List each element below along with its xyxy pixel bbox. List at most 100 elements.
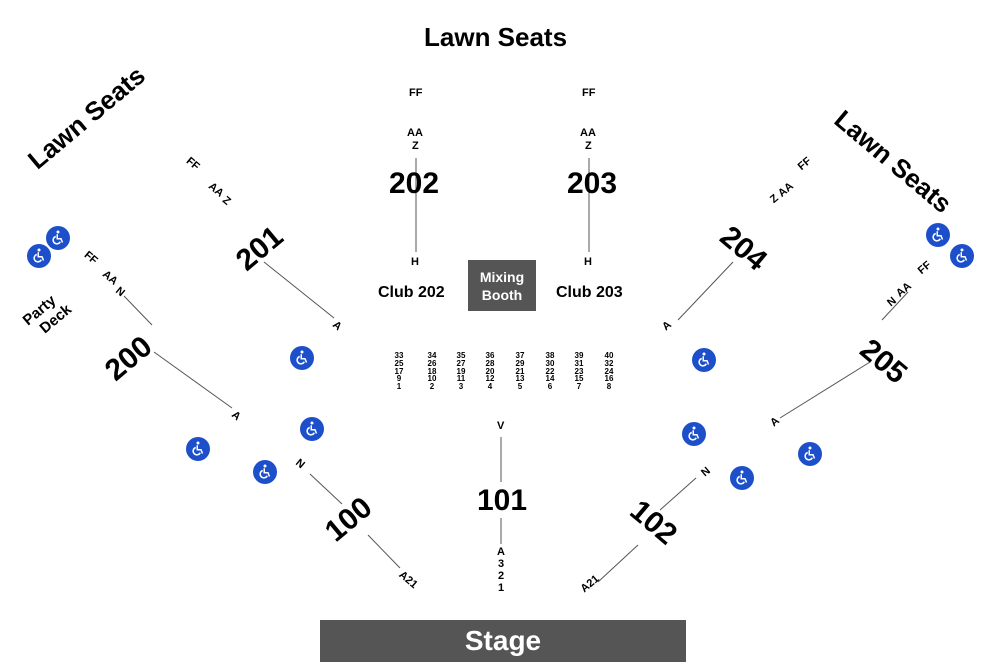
wheelchair-icon[interactable] <box>692 348 716 372</box>
table-number[interactable]: 26 <box>427 358 437 368</box>
wheelchair-icon[interactable] <box>682 422 706 446</box>
aisle-line-201 <box>263 261 335 319</box>
wheelchair-icon[interactable] <box>300 417 324 441</box>
row-1-101: 1 <box>498 582 505 594</box>
wheelchair-icon[interactable] <box>798 442 822 466</box>
table-number[interactable]: 39 <box>574 351 584 360</box>
table-number[interactable]: 32 <box>604 358 614 368</box>
table-number[interactable]: 24 <box>604 366 614 376</box>
table-number[interactable]: 27 <box>456 358 466 368</box>
wheelchair-glyph <box>698 352 710 367</box>
row-ff-202: FF <box>409 87 423 99</box>
table-number[interactable]: 38 <box>545 351 555 360</box>
table-number[interactable]: 5 <box>517 382 523 392</box>
table-number[interactable]: 34 <box>427 351 437 360</box>
wheelchair-glyph <box>33 248 45 263</box>
table-number[interactable]: 6 <box>547 382 553 392</box>
wheelchair-glyph <box>932 227 944 242</box>
table-number[interactable]: 28 <box>485 358 495 368</box>
wheelchair-glyph <box>306 421 318 436</box>
table-number[interactable]: 21 <box>515 366 525 376</box>
row-aa-202: AA <box>407 127 423 139</box>
row-z-203: Z <box>585 140 592 152</box>
table-number[interactable]: 17 <box>394 366 404 376</box>
wheelchair-icon[interactable] <box>186 437 210 461</box>
table-number[interactable]: 12 <box>485 374 495 384</box>
table-number[interactable]: 1 <box>396 382 402 392</box>
wheelchair-glyph <box>804 446 816 461</box>
aisle-line-204 <box>677 261 734 321</box>
row-z-202: Z <box>412 140 419 152</box>
section-202[interactable]: 202 <box>389 167 440 200</box>
table-number[interactable]: 23 <box>574 366 584 376</box>
aisle-line-102 <box>597 544 639 583</box>
table-number[interactable]: 2 <box>429 382 435 392</box>
row-h-202: H <box>411 256 419 268</box>
wheelchair-glyph <box>259 464 271 479</box>
aisle-line-200 <box>153 351 233 409</box>
table-number[interactable]: 13 <box>515 374 525 384</box>
table-number[interactable]: 9 <box>396 374 402 384</box>
row-2-101: 2 <box>498 570 505 582</box>
table-number[interactable]: 29 <box>515 358 525 368</box>
stage: Stage <box>320 620 686 662</box>
aisle-line-205-top <box>881 291 909 321</box>
table-number[interactable]: 31 <box>574 358 584 368</box>
table-number[interactable]: 3 <box>458 382 464 392</box>
aisle-line-200-top <box>123 295 153 326</box>
table-number[interactable]: 7 <box>576 382 582 392</box>
wheelchair-icon[interactable] <box>46 226 70 250</box>
table-number[interactable]: 16 <box>604 374 614 384</box>
table-number[interactable]: 35 <box>456 351 466 360</box>
lawn-seats-top-label: Lawn Seats <box>424 22 568 52</box>
mixing-booth-line1: Mixing <box>479 268 525 285</box>
wheelchair-glyph <box>956 248 968 263</box>
table-number[interactable]: 40 <box>604 351 614 360</box>
wheelchair-icon[interactable] <box>253 460 277 484</box>
row-3-101: 3 <box>498 558 505 570</box>
wheelchair-icon[interactable] <box>290 346 314 370</box>
table-number[interactable]: 10 <box>427 374 437 384</box>
table-number[interactable]: 8 <box>606 382 612 392</box>
section-101[interactable]: 101 <box>477 484 528 517</box>
club-203-label[interactable]: Club 203 <box>556 284 623 301</box>
table-number[interactable]: 19 <box>456 366 466 376</box>
aisle-line-100 <box>367 534 401 569</box>
table-number[interactable]: 15 <box>574 374 584 384</box>
row-h-203: H <box>584 256 592 268</box>
club-202-label[interactable]: Club 202 <box>378 284 445 301</box>
aisle-line-205 <box>779 361 871 419</box>
wheelchair-icon[interactable] <box>926 223 950 247</box>
table-number[interactable]: 22 <box>545 366 555 376</box>
aisle-line-100-top <box>309 473 343 505</box>
mixing-booth: Mixing Booth <box>468 260 536 311</box>
row-a-101: A <box>497 546 505 558</box>
table-number[interactable]: 37 <box>515 351 525 360</box>
wheelchair-icon[interactable] <box>730 466 754 490</box>
table-number[interactable]: 20 <box>485 366 495 376</box>
table-number[interactable]: 14 <box>545 374 555 384</box>
table-number[interactable]: 36 <box>485 351 495 360</box>
wheelchair-icon[interactable] <box>950 244 974 268</box>
table-number[interactable]: 18 <box>427 366 437 376</box>
table-number[interactable]: 11 <box>456 374 466 384</box>
section-203[interactable]: 203 <box>567 167 618 200</box>
table-number[interactable]: 30 <box>545 358 555 368</box>
wheelchair-glyph <box>736 470 748 485</box>
aisle-line-102-top <box>659 477 697 511</box>
row-aa-203: AA <box>580 127 596 139</box>
table-number[interactable]: 33 <box>394 351 404 360</box>
table-number[interactable]: 25 <box>394 358 404 368</box>
row-ff-203: FF <box>582 87 596 99</box>
wheelchair-icon[interactable] <box>27 244 51 268</box>
row-v-101: V <box>497 420 505 432</box>
wheelchair-glyph <box>52 230 64 245</box>
table-number[interactable]: 4 <box>487 382 493 392</box>
